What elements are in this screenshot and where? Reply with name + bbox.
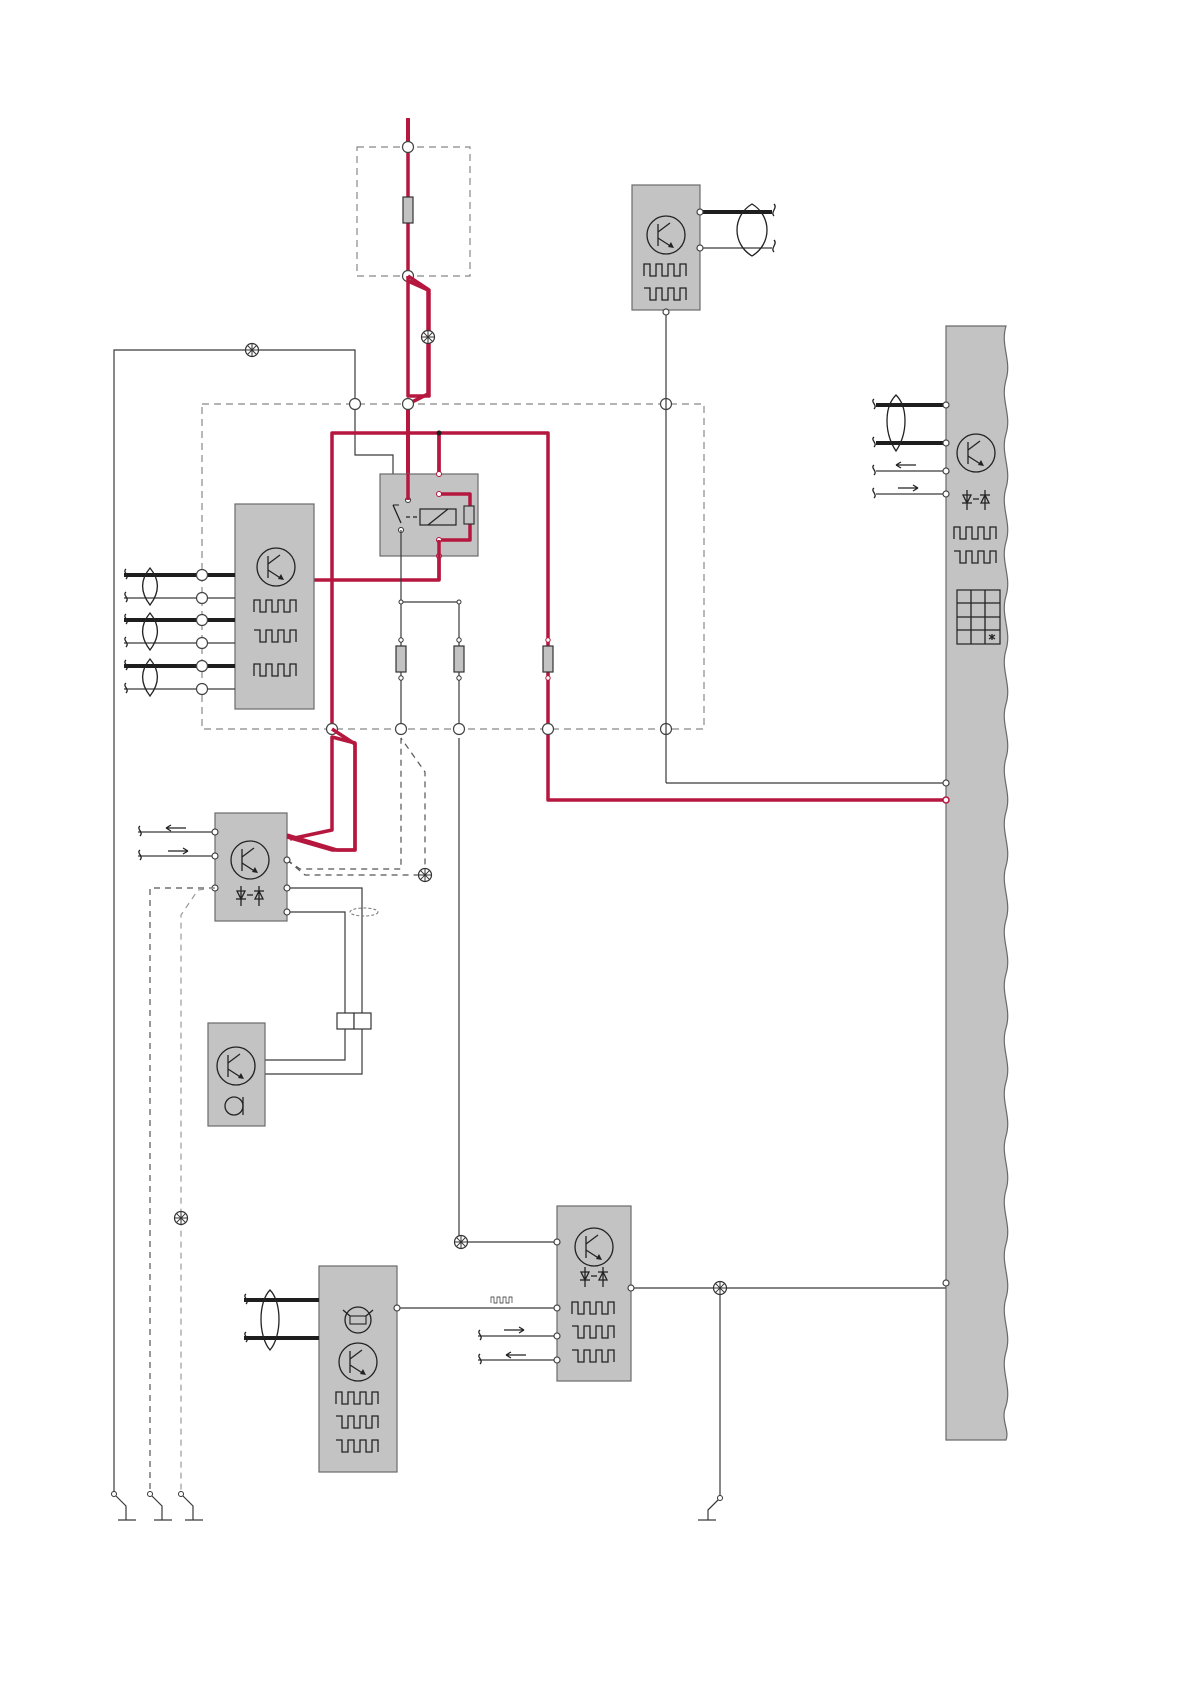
central-bus-connections	[873, 395, 949, 1286]
left-module	[235, 504, 314, 709]
splice-icon	[714, 1282, 727, 1295]
fuse-icon	[543, 646, 553, 672]
power-feed	[357, 118, 470, 500]
splice-icon	[422, 331, 435, 344]
bottom-middle-module	[557, 1206, 631, 1381]
splice-icon	[246, 344, 259, 357]
ground-icon	[112, 1492, 137, 1521]
fuse-icon	[396, 646, 406, 672]
zone-nodes	[327, 399, 672, 735]
square-wave-icon	[491, 1297, 512, 1303]
central-bus-module	[946, 326, 1008, 1440]
splice-icon	[455, 1236, 468, 1249]
splice-icon	[175, 1212, 188, 1225]
ground-icon	[179, 1492, 204, 1521]
power-wire-mid-left	[287, 737, 355, 850]
main-fuse-icon	[403, 197, 413, 223]
shield-icon	[350, 908, 378, 916]
mid-left-module	[215, 813, 287, 921]
fuse-bank	[396, 556, 553, 729]
ground-icon	[148, 1492, 173, 1521]
connector-icon	[337, 1013, 354, 1029]
left-bus-connections	[124, 568, 235, 696]
fuse-icon	[454, 646, 464, 672]
top-right-module	[632, 185, 700, 310]
bottom-left-module	[319, 1266, 397, 1472]
ground-icon	[698, 1496, 723, 1521]
splice-icon	[419, 869, 432, 882]
